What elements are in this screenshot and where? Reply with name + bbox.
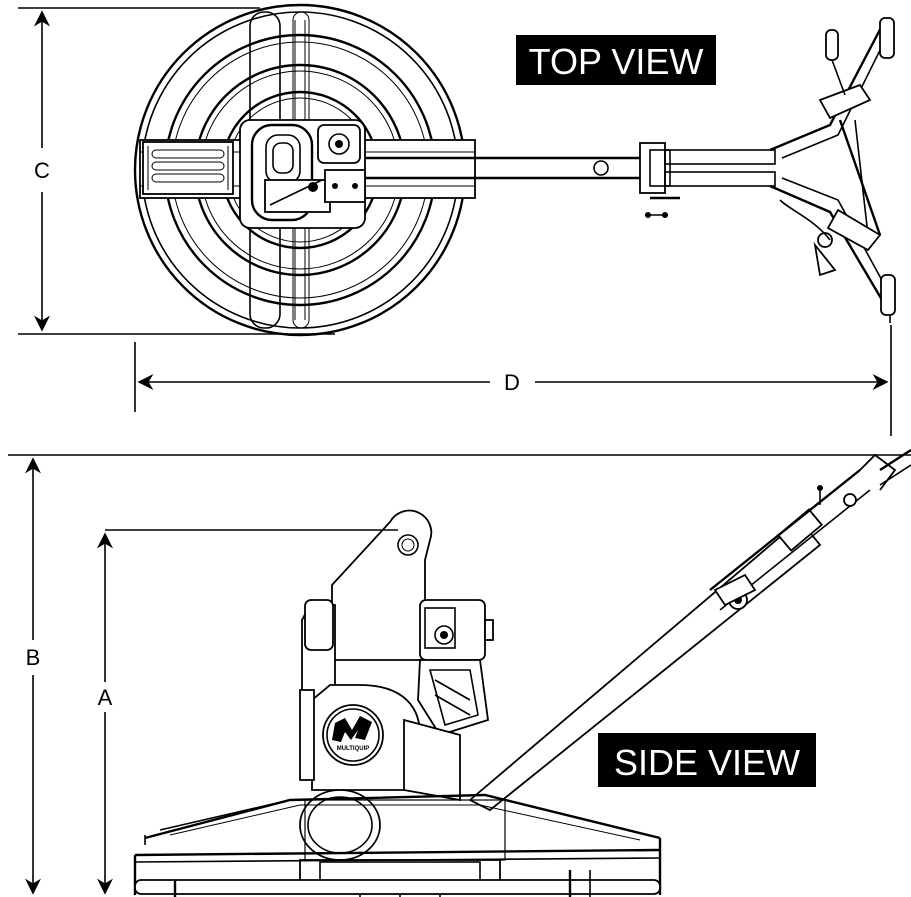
side-view-lift-tower [331,509,433,661]
side-view-engine [301,599,494,737]
top-view-label: TOP VIEW [516,35,716,85]
side-view-gearbox: MULTIQUIP [299,684,461,802]
side-view-drawing: MULTIQUIP [133,448,911,897]
dimension-c: C [18,7,335,335]
side-view-label-text: SIDE VIEW [614,742,800,783]
side-view-guard-ring [133,793,662,897]
top-view-drawing [133,3,896,337]
side-view-handle-tube [468,448,911,812]
dimension-c-label: C [34,158,50,183]
top-view-handle-tube [365,142,776,218]
dimension-b: B [8,454,911,895]
multiquip-logo-text: MULTIQUIP [337,746,370,752]
top-view-label-text: TOP VIEW [529,41,704,82]
dimension-a-label: A [98,685,113,710]
top-view-gearbox [142,141,234,195]
mq-logo-icon [332,716,372,742]
dimension-a: A [97,529,398,895]
side-view-label: SIDE VIEW [598,733,816,787]
dimension-d-label: D [504,370,520,395]
dimension-b-label: B [26,645,41,670]
dimension-d: D [134,325,892,436]
top-view-engine [239,119,366,229]
top-view-handlebar [769,17,896,323]
